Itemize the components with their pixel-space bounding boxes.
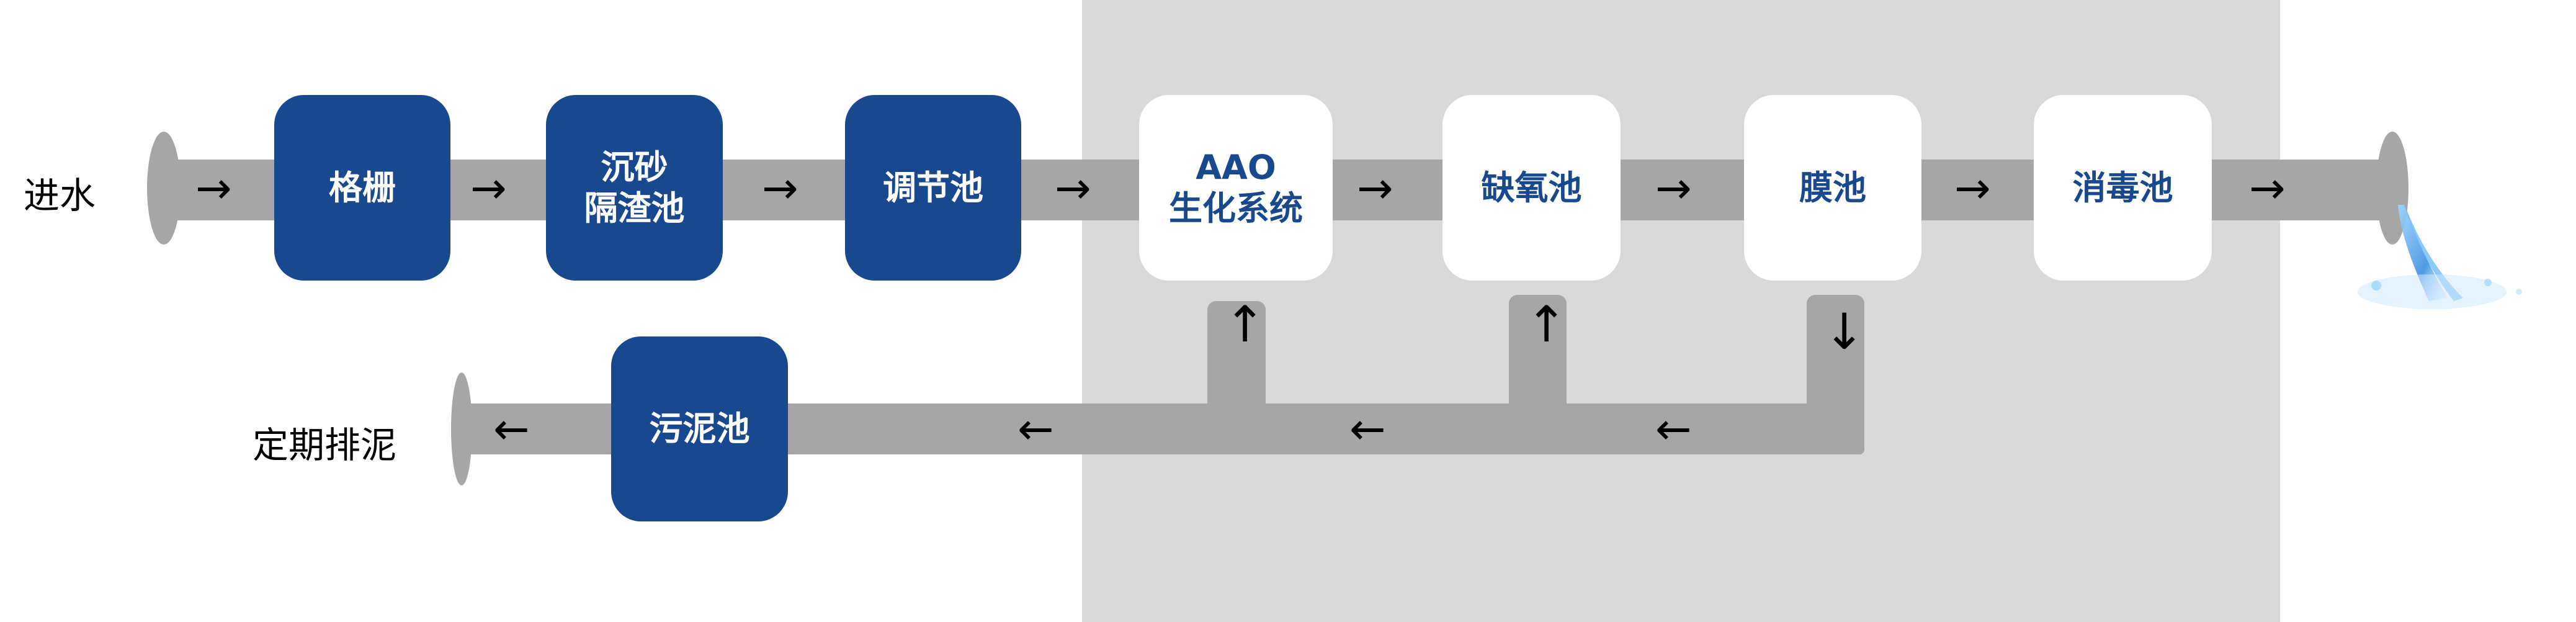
arrow-right-icon: → [1055,163,1091,214]
arrow-down-icon: ↓ [1823,303,1866,361]
water-splash-icon [2358,205,2522,309]
stage-grille[interactable]: 格栅 [274,95,450,281]
stage-aao-system[interactable]: AAO 生化系统 [1139,95,1333,281]
aao-return-riser [1207,301,1266,413]
arrow-right-icon: → [1954,163,1991,214]
stage-membrane-tank[interactable]: 膜池 [1744,95,1921,281]
arrow-right-icon: → [2249,163,2286,214]
arrow-up-icon: ↑ [1526,295,1568,353]
anoxic-return-riser [1509,295,1567,413]
stage-disinfection-tank[interactable]: 消毒池 [2034,95,2212,281]
arrow-left-icon: ← [1349,403,1386,454]
arrow-right-icon: → [470,163,507,214]
stage-equalization-tank[interactable]: 调节池 [845,95,1021,281]
membrane-drain-riser [1807,295,1864,454]
sludge-outlet-flange [451,372,472,485]
inlet-flange [147,132,181,245]
arrow-right-icon: → [195,163,232,214]
arrow-right-icon: → [1655,163,1692,214]
arrow-left-icon: ← [1655,403,1692,454]
stage-sludge-tank[interactable]: 污泥池 [611,336,788,521]
arrow-left-icon: ← [1017,403,1054,454]
stage-anoxic-tank[interactable]: 缺氧池 [1442,95,1621,281]
arrow-left-icon: ← [493,403,530,454]
arrow-right-icon: → [1357,163,1393,214]
sludge-discharge-label: 定期排泥 [253,424,397,466]
inlet-label: 进水 [24,174,96,217]
stage-grit-chamber[interactable]: 沉砂 隔渣池 [546,95,723,281]
arrow-right-icon: → [762,163,798,214]
arrow-up-icon: ↑ [1224,295,1266,353]
